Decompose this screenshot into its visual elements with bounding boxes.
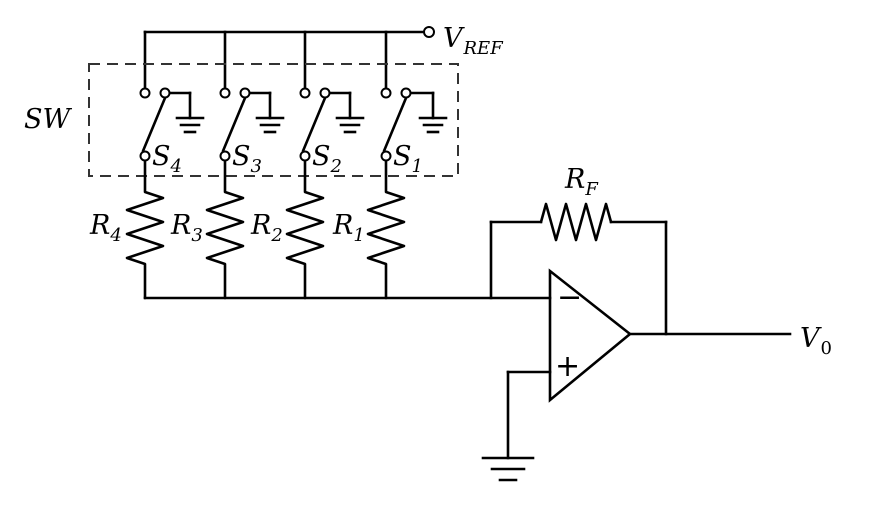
switch-s3 xyxy=(219,87,285,162)
resistor-label-r4: R4 xyxy=(89,210,122,246)
resistor-label-r2: R2 xyxy=(250,210,283,246)
resistor-r1 xyxy=(366,159,406,300)
ground-icon xyxy=(418,116,448,134)
ground-icon xyxy=(175,116,205,134)
ground-icon xyxy=(335,116,365,134)
ground-icon xyxy=(255,116,285,134)
opamp: − + xyxy=(548,268,633,403)
switch-label-s2: S2 xyxy=(312,141,342,177)
opamp-inverting-sign: − xyxy=(557,280,582,315)
resistor-label-r1: R1 xyxy=(332,210,365,246)
switch-label-s4: S4 xyxy=(152,141,182,177)
switch-s2 xyxy=(299,87,365,162)
resistor-r2 xyxy=(285,159,325,300)
ground-icon xyxy=(481,456,535,482)
resistor-label-r3: R3 xyxy=(170,210,203,246)
opamp-noninverting-sign: + xyxy=(555,349,580,384)
switch-s4 xyxy=(139,87,205,162)
feedback-resistor-label: RF xyxy=(564,164,599,200)
switch-label-s3: S3 xyxy=(232,141,262,177)
feedback-path xyxy=(489,202,668,336)
vref-label: VREF xyxy=(443,23,504,59)
sw-label: SW xyxy=(24,104,72,135)
output-label: V0 xyxy=(800,323,832,359)
switch-block-boundary xyxy=(88,63,459,177)
resistor-r4 xyxy=(125,159,165,300)
resistor-r3 xyxy=(205,159,245,300)
vref-bus xyxy=(143,26,435,90)
switch-s1 xyxy=(380,87,448,162)
vref-terminal xyxy=(423,26,435,38)
switch-label-s1: S1 xyxy=(393,141,423,177)
noninverting-ground-path xyxy=(481,370,552,482)
